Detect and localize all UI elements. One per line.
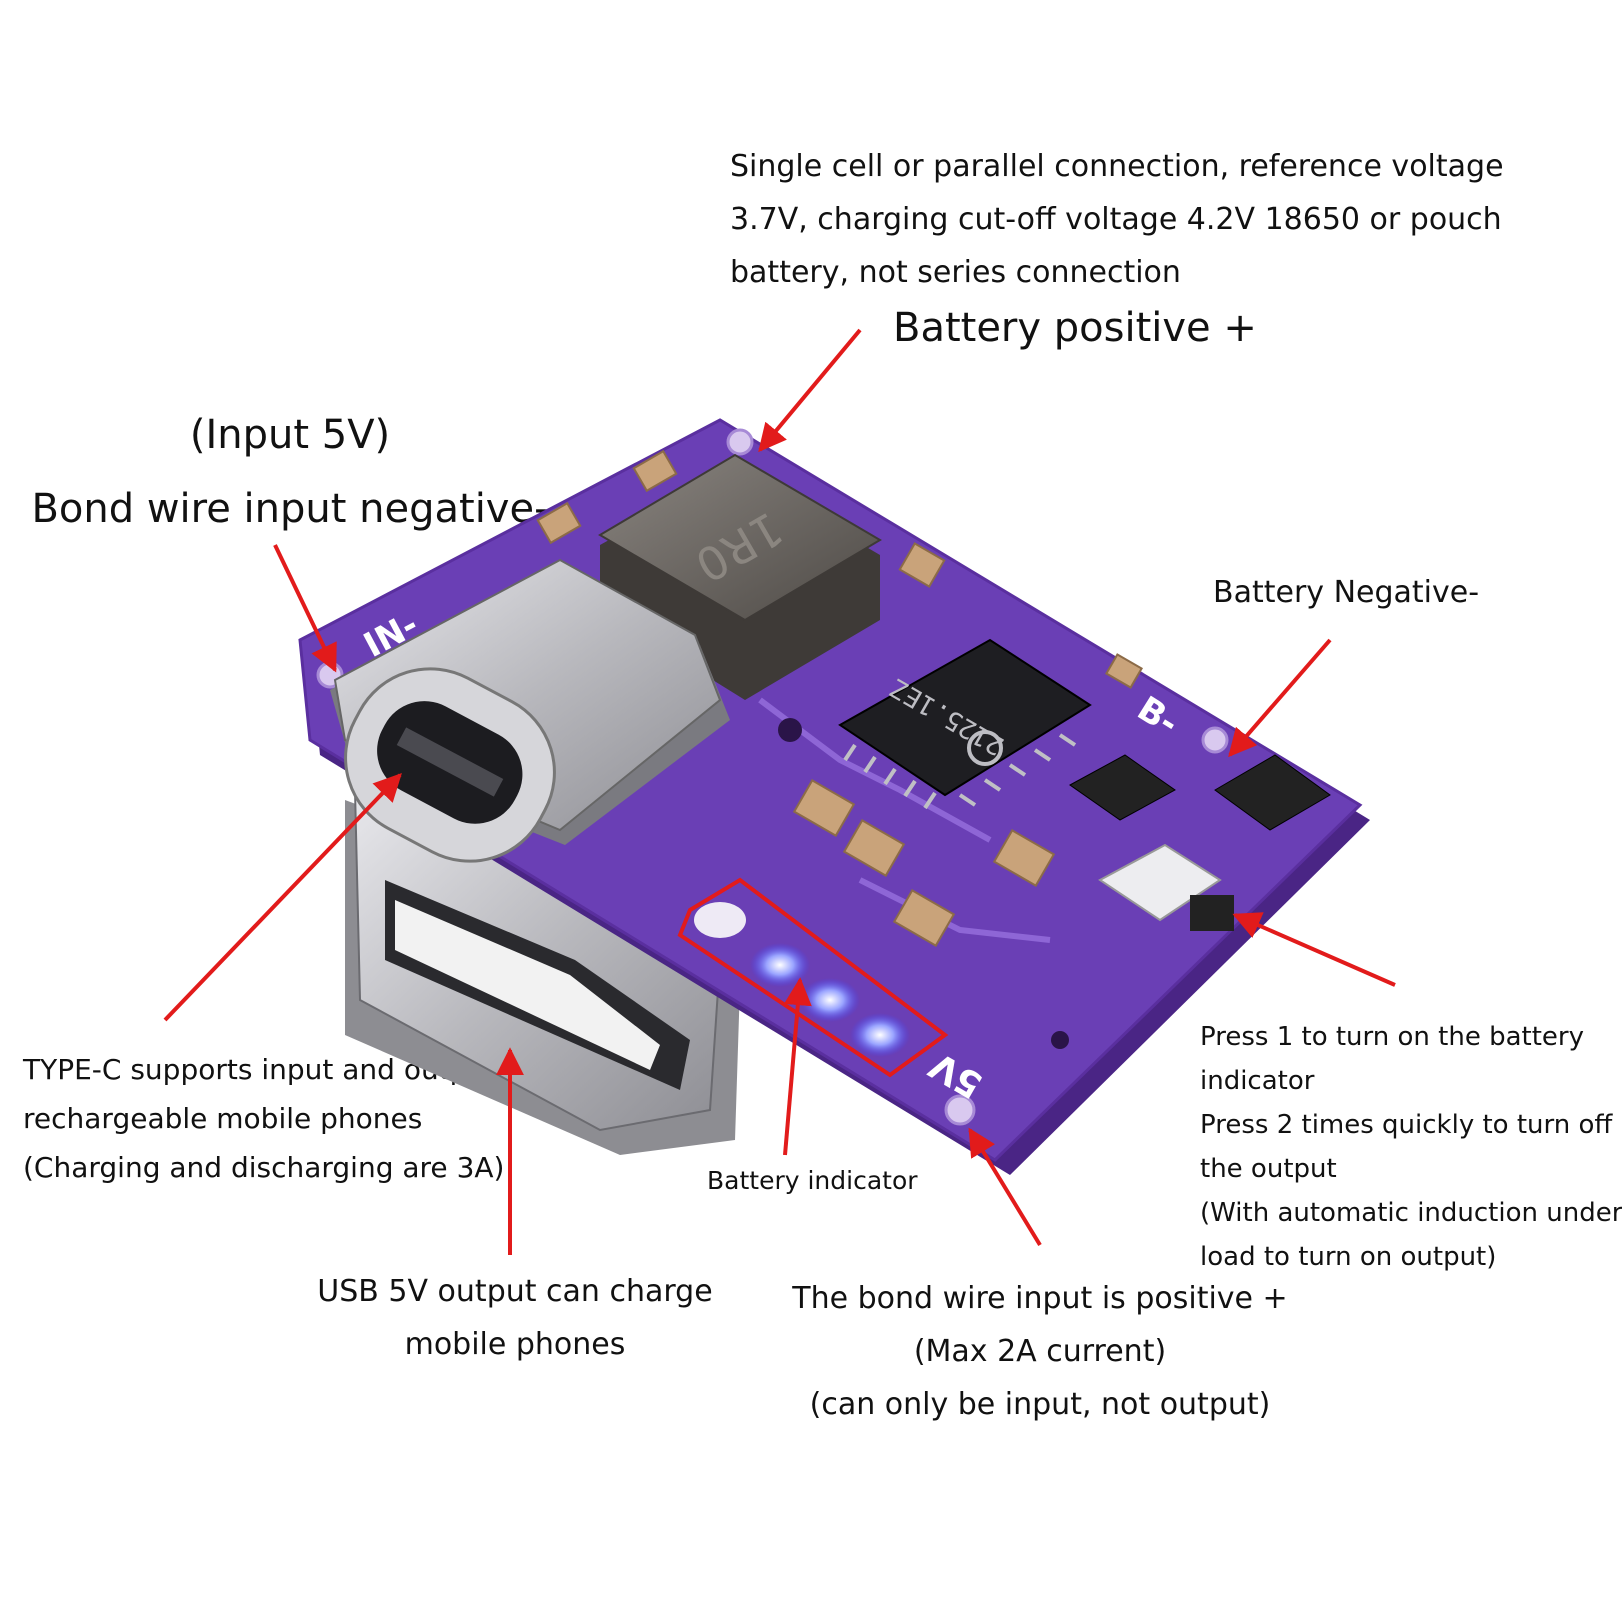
capacitor: [892, 889, 956, 947]
battery-leds: [677, 877, 949, 1078]
arrow-type-c: [163, 772, 402, 1022]
led: [800, 978, 860, 1022]
button-actuator: [1190, 895, 1234, 931]
battery-spec-label: Single cell or parallel connection, refe…: [730, 140, 1504, 299]
bond-wire-negative-line: (Input 5V): [189, 412, 391, 458]
capacitor: [842, 819, 906, 877]
arrow-battery-positive: [758, 328, 862, 453]
ic-pins: [843, 733, 1077, 810]
push-button: [1098, 843, 1234, 931]
pcb-pad-b-neg: [1201, 726, 1229, 754]
bond-wire-negative-line: Bond wire input negative-: [31, 486, 549, 532]
usb-a-tongue: [395, 900, 660, 1070]
usb-c-tongue: [396, 727, 504, 797]
pcb-pad-5v: [944, 1094, 976, 1126]
capacitor: [792, 779, 856, 837]
button-instructions-line: indicator: [1200, 1066, 1315, 1096]
capacitor: [1105, 653, 1143, 689]
button-instructions-line: load to turn on output): [1200, 1242, 1497, 1272]
arrow-button: [1232, 912, 1396, 987]
type-c-line: (Charging and discharging are 3A): [23, 1151, 505, 1184]
bond-wire-negative-label: (Input 5V) Bond wire input negative-: [30, 398, 550, 546]
bond-wire-positive-line: (can only be input, not output): [809, 1387, 1271, 1422]
capacitor: [536, 501, 582, 545]
arrow-battery-indicator: [783, 977, 812, 1156]
battery-spec-line: Single cell or parallel connection, refe…: [730, 149, 1504, 184]
pcb-via: [1051, 1031, 1069, 1049]
button-instructions-line: Press 2 times quickly to turn off: [1200, 1110, 1613, 1140]
bond-wire-positive-line: The bond wire input is positive +: [792, 1281, 1288, 1316]
button-instructions-line: Press 1 to turn on the battery: [1200, 1022, 1584, 1052]
ic-chip: 2125.1EZ: [838, 638, 1092, 810]
battery-spec-line: 3.7V, charging cut-off voltage 4.2V 1865…: [730, 202, 1502, 237]
ic-logo: [967, 730, 1003, 766]
led: [850, 1013, 910, 1057]
usb-output-line: mobile phones: [404, 1327, 626, 1362]
button-instructions-label: Press 1 to turn on the battery indicator…: [1200, 1015, 1622, 1279]
battery-negative-label: Battery Negative-: [1213, 575, 1480, 610]
arrow-bond-positive: [968, 1127, 1042, 1247]
capacitor: [632, 449, 678, 493]
capacitors: [536, 449, 1143, 947]
usb-output-line: USB 5V output can charge: [317, 1274, 713, 1309]
transistor: [1214, 754, 1331, 831]
pcb-via: [778, 718, 802, 742]
pcb-trace: [858, 877, 1051, 943]
usb-a-port: [345, 788, 740, 1155]
ic-body: [838, 638, 1092, 797]
transistor: [1069, 754, 1176, 821]
battery-indicator-label: Battery indicator: [707, 1166, 918, 1195]
usb-c-port: [330, 558, 730, 863]
battery-spec-line: battery, not series connection: [730, 255, 1181, 290]
inductor-top: [598, 453, 882, 622]
battery-positive-label: Battery positive +: [893, 305, 1257, 351]
callout-arrows: [163, 328, 1396, 1255]
led: [694, 902, 746, 938]
arrow-bond-negative: [273, 544, 337, 673]
led: [750, 943, 810, 987]
bond-wire-positive-label: The bond wire input is positive + (Max 2…: [780, 1272, 1300, 1431]
capacitor: [898, 542, 946, 588]
transistors: [1069, 754, 1331, 831]
bond-wire-positive-line: (Max 2A current): [913, 1334, 1167, 1369]
button-instructions-line: the output: [1200, 1154, 1337, 1184]
capacitor: [992, 829, 1056, 887]
type-c-line: rechargeable mobile phones: [23, 1102, 423, 1135]
battery-indicator-box: [677, 877, 949, 1078]
arrow-battery-negative: [1228, 638, 1332, 758]
button-housing: [1098, 843, 1222, 922]
pcb-pad-b-pos: [726, 428, 754, 456]
button-instructions-line: (With automatic induction under: [1200, 1198, 1622, 1228]
usb-output-label: USB 5V output can charge mobile phones: [300, 1265, 730, 1371]
